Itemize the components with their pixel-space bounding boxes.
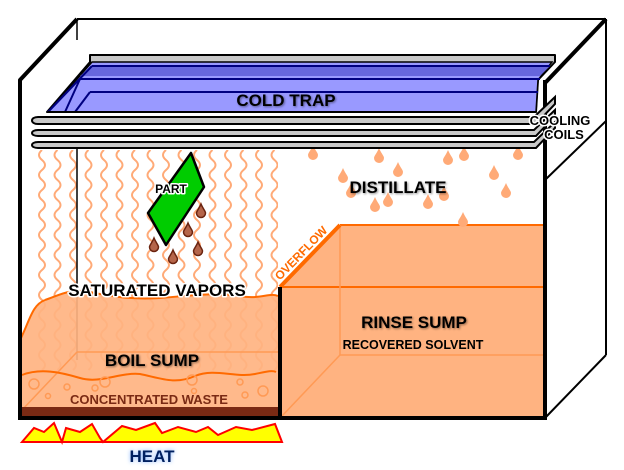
distillate-drop — [383, 192, 393, 207]
distillate-drops — [308, 145, 523, 227]
recovered-solvent-label: RECOVERED SOLVENT — [343, 338, 484, 352]
distillate-drop — [443, 150, 453, 165]
cold-trap — [46, 61, 554, 113]
condensate-drip — [192, 239, 204, 257]
rinse-sump-label: RINSE SUMP — [361, 313, 467, 332]
distillate-drop — [459, 146, 469, 161]
cooling-coils-label-line2: COILS — [544, 127, 584, 142]
distillate-drop — [370, 197, 380, 212]
distillate-drop — [338, 168, 348, 183]
tank-back-wall — [76, 18, 607, 181]
part-label: PART — [155, 182, 187, 196]
overflow-weir — [278, 223, 342, 289]
saturated-vapors-label: SATURATED VAPORS — [68, 281, 246, 300]
part — [146, 151, 207, 265]
condensate-drip — [182, 220, 194, 238]
distillate-drop — [393, 162, 403, 177]
distillate-drop — [513, 145, 523, 160]
cooling-coils-label-line1: COOLING — [530, 113, 591, 128]
cold-trap-label: COLD TRAP — [236, 91, 335, 110]
distillate-drop — [439, 186, 449, 201]
boil-sump-label: BOIL SUMP — [105, 351, 199, 370]
concentrated-waste-layer — [20, 407, 278, 418]
heat-label: HEAT — [129, 447, 175, 466]
distillate-drop — [489, 165, 499, 180]
rinse-sump — [278, 223, 545, 418]
distillate-drop — [308, 145, 318, 160]
distillate-drop — [346, 183, 356, 198]
heat-flames — [19, 421, 284, 446]
condensate-drip — [195, 201, 207, 219]
concentrated-waste-label: CONCENTRATED WASTE — [70, 392, 228, 407]
distillate-drop — [374, 148, 384, 163]
distillate-label: DISTILLATE — [350, 178, 447, 197]
condensate-drip — [148, 235, 160, 253]
boil-sump — [19, 289, 279, 418]
condensate-drip — [167, 247, 179, 265]
distillate-drop — [458, 212, 468, 227]
waste-bubbles — [28, 374, 269, 400]
condensate-drips — [148, 201, 207, 265]
distillate-drop — [501, 183, 511, 198]
part-shape — [146, 151, 206, 247]
distillate-drop — [423, 194, 433, 209]
